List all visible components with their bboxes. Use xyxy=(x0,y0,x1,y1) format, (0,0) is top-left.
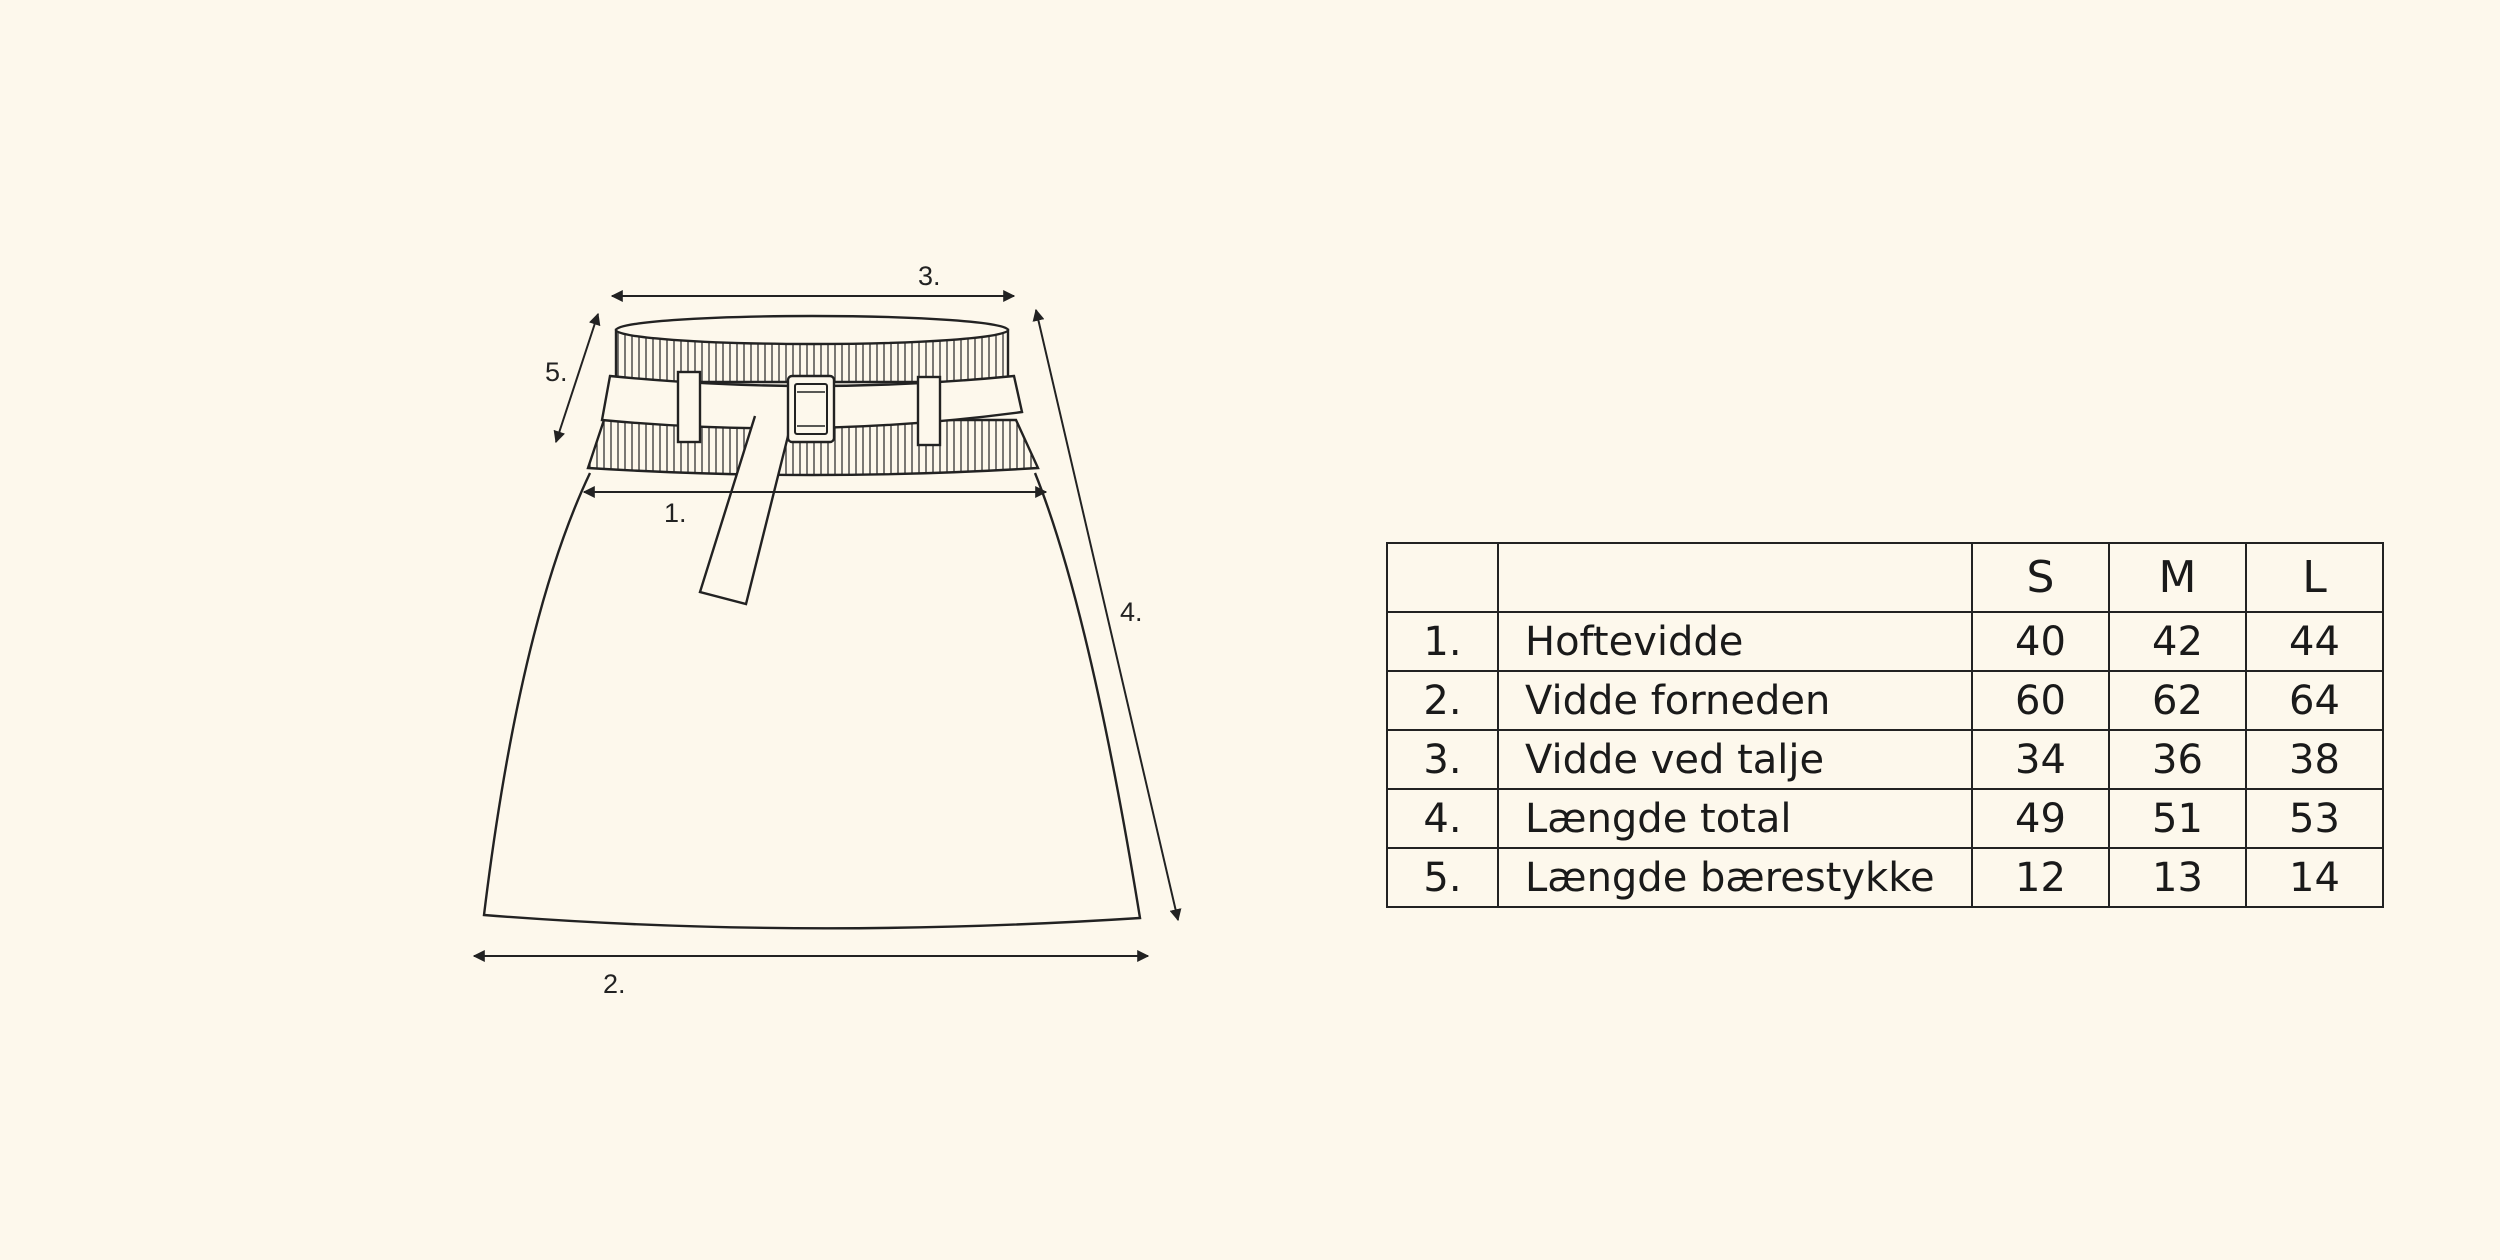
table-row: 4. Længde total 49 51 53 xyxy=(1386,788,2384,849)
label-bottom-width: 2. xyxy=(603,969,626,999)
row-label: Vidde forneden xyxy=(1497,670,1973,731)
row-value-s: 40 xyxy=(1971,611,2110,672)
label-yoke-length: 5. xyxy=(545,357,568,387)
size-header-l: L xyxy=(2245,542,2384,613)
row-value-s: 60 xyxy=(1971,670,2110,731)
row-value-l: 14 xyxy=(2245,847,2384,908)
belt-loop-left xyxy=(676,370,702,444)
row-value-m: 62 xyxy=(2108,670,2247,731)
label-hip-width: 1. xyxy=(664,498,687,528)
row-number: 5. xyxy=(1386,847,1499,908)
table-row: 5. Længde bærestykke 12 13 14 xyxy=(1386,847,2384,908)
row-value-m: 36 xyxy=(2108,729,2247,790)
belt-loop-right xyxy=(916,375,942,447)
row-value-l: 44 xyxy=(2245,611,2384,672)
size-header-m: M xyxy=(2108,542,2247,613)
row-value-l: 38 xyxy=(2245,729,2384,790)
row-value-s: 34 xyxy=(1971,729,2110,790)
row-number: 1. xyxy=(1386,611,1499,672)
row-label: Vidde ved talje xyxy=(1497,729,1973,790)
table-row: 1. Hoftevidde 40 42 44 xyxy=(1386,611,2384,672)
row-label: Hoftevidde xyxy=(1497,611,1973,672)
total-length-arrow xyxy=(1032,308,1182,922)
row-value-l: 64 xyxy=(2245,670,2384,731)
table-row: 3. Vidde ved talje 34 36 38 xyxy=(1386,729,2384,790)
row-number: 3. xyxy=(1386,729,1499,790)
row-value-m: 51 xyxy=(2108,788,2247,849)
row-value-m: 42 xyxy=(2108,611,2247,672)
skirt-diagram: 3. 5. 1. 4. 2. xyxy=(472,261,1182,999)
label-waist-width: 3. xyxy=(918,261,941,291)
yoke-length-arrow xyxy=(553,312,601,444)
row-number: 4. xyxy=(1386,788,1499,849)
header-empty-label xyxy=(1497,542,1973,613)
table-row: 2. Vidde forneden 60 62 64 xyxy=(1386,670,2384,731)
row-value-m: 13 xyxy=(2108,847,2247,908)
row-label: Længde total xyxy=(1497,788,1973,849)
belt-tail xyxy=(698,415,794,606)
size-table: S M L 1. Hoftevidde 40 42 44 2. Vidde fo… xyxy=(1386,542,2384,908)
size-header-s: S xyxy=(1971,542,2110,613)
row-value-l: 53 xyxy=(2245,788,2384,849)
label-total-length: 4. xyxy=(1120,597,1143,627)
row-number: 2. xyxy=(1386,670,1499,731)
waistband-top xyxy=(614,314,1010,346)
skirt-body-outline xyxy=(482,472,1142,930)
row-label: Længde bærestykke xyxy=(1497,847,1973,908)
size-table-header: S M L xyxy=(1386,542,2384,613)
belt-buckle xyxy=(786,374,836,444)
row-value-s: 49 xyxy=(1971,788,2110,849)
header-empty-num xyxy=(1386,542,1499,613)
row-value-s: 12 xyxy=(1971,847,2110,908)
